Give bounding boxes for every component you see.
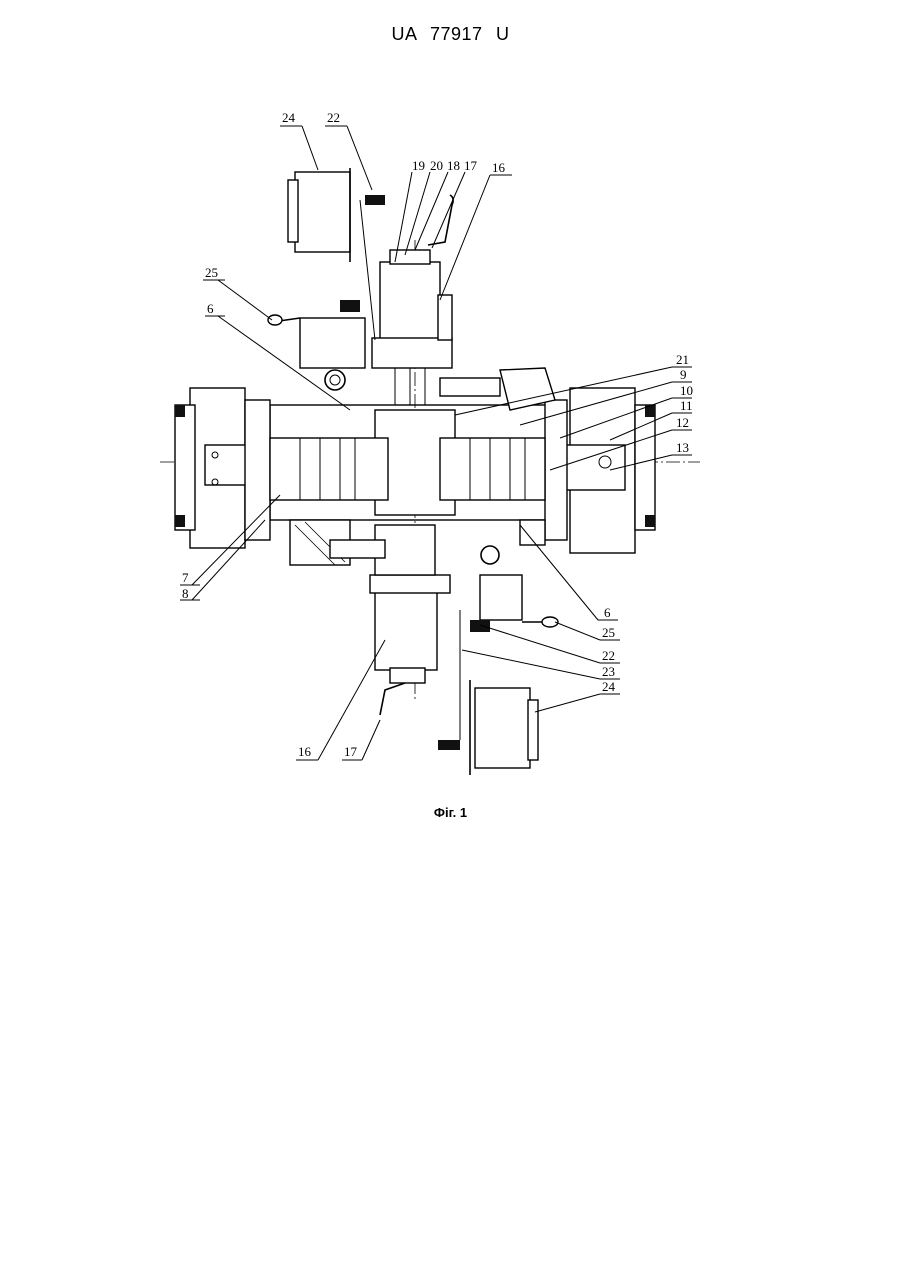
label-21: 21 <box>676 352 689 367</box>
label-18: 18 <box>447 158 460 173</box>
label-6-bottom: 6 <box>604 605 611 620</box>
label-8: 8 <box>182 586 189 601</box>
bottom-gauge <box>438 610 558 775</box>
label-11: 11 <box>680 398 693 413</box>
label-25-bottom: 25 <box>602 625 615 640</box>
label-24-bottom: 24 <box>602 679 616 694</box>
bottom-drive-unit <box>290 520 545 715</box>
label-22-bottom: 22 <box>602 648 615 663</box>
label-13: 13 <box>676 440 689 455</box>
label-23: 23 <box>602 664 615 679</box>
label-10: 10 <box>680 383 693 398</box>
top-gauge <box>268 168 385 340</box>
label-24-top: 24 <box>282 110 296 125</box>
label-19: 19 <box>412 158 425 173</box>
label-16-top: 16 <box>492 160 506 175</box>
label-12: 12 <box>676 415 689 430</box>
label-17-bottom: 17 <box>344 744 358 759</box>
label-17-top: 17 <box>464 158 478 173</box>
label-16-bottom: 16 <box>298 744 312 759</box>
label-20: 20 <box>430 158 443 173</box>
technical-drawing: 24 22 19 20 18 17 16 25 6 21 9 10 11 12 … <box>0 0 901 800</box>
label-6-top: 6 <box>207 301 214 316</box>
label-9: 9 <box>680 367 687 382</box>
figure-caption: Фіг. 1 <box>0 805 901 820</box>
label-7: 7 <box>182 570 189 585</box>
label-22-top: 22 <box>327 110 340 125</box>
label-25-top: 25 <box>205 265 218 280</box>
